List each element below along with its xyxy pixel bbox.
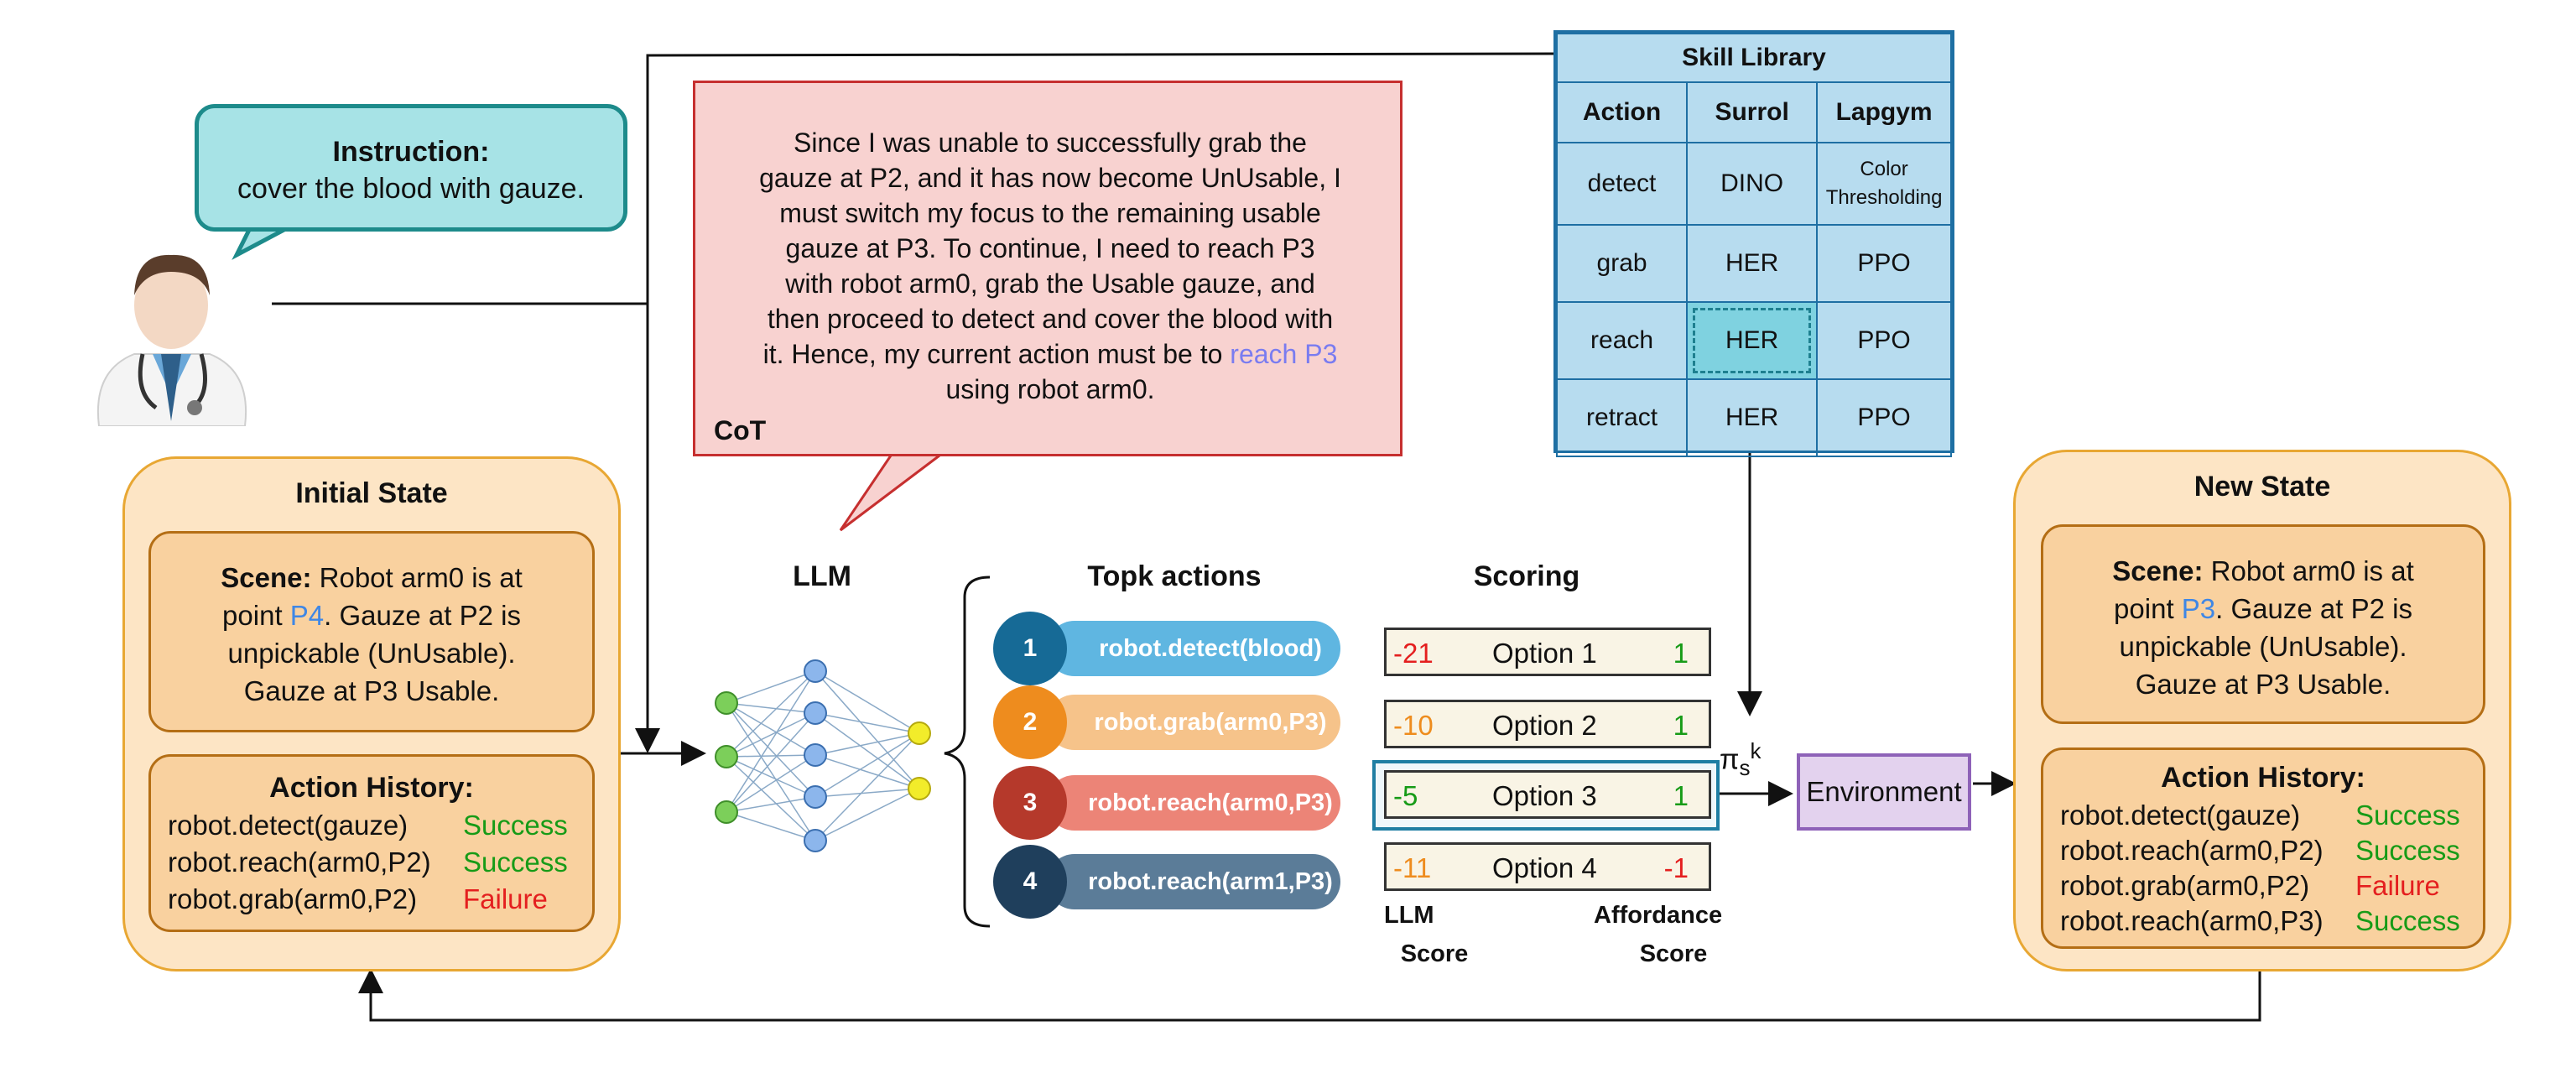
initial-scene-text: Scene: Robot arm0 is at point P4. Gauze … (221, 562, 523, 706)
instruction-title: Instruction: (332, 136, 490, 168)
nn-node (715, 800, 738, 824)
skill-action: reach (1555, 301, 1689, 380)
history-result: Success (2355, 800, 2460, 831)
new-scene-box: Scene: Robot arm0 is at point P3. Gauze … (2041, 524, 2485, 724)
history-action: robot.reach(arm0,P3) (2060, 905, 2324, 936)
col-header-surrol: Surrol (1686, 81, 1819, 143)
nn-node (804, 701, 827, 725)
affordance-score-value: 1 (1673, 780, 1689, 811)
nn-node (804, 785, 827, 809)
skill-action: grab (1555, 224, 1689, 303)
col-header-lapgym: Lapgym (1816, 81, 1952, 143)
initial-state-panel: Initial State Scene: Robot arm0 is at po… (122, 456, 621, 971)
initial-history-title: Action History: (269, 772, 474, 804)
history-action: robot.detect(gauze) (2060, 800, 2301, 831)
history-action: robot.grab(arm0,P2) (168, 883, 418, 914)
skill-surrol: DINO (1686, 142, 1819, 226)
skill-surrol-highlighted: HER (1686, 301, 1819, 380)
topk-rank-badge: 2 (993, 685, 1067, 759)
history-action: robot.reach(arm0,P2) (168, 846, 431, 878)
doctor-avatar (84, 228, 260, 427)
history-result: Success (463, 810, 568, 841)
skill-lapgym: PPO (1816, 378, 1952, 457)
skill-surrol: HER (1686, 378, 1819, 457)
scoring-option-row: -10 Option 2 1 (1384, 700, 1711, 748)
scoring-option-row: -11 Option 4 -1 (1384, 842, 1711, 891)
skill-surrol: HER (1686, 224, 1819, 303)
skill-lapgym: Color Thresholding (1816, 142, 1952, 226)
skill-library-table: Skill Library Action Surrol Lapgym detec… (1553, 30, 1954, 457)
new-scene-text: Scene: Robot arm0 is at point P3. Gauze … (2112, 555, 2414, 700)
topk-rank-badge: 3 (993, 766, 1067, 840)
new-state-title: New State (2194, 471, 2331, 503)
history-result: Success (2355, 835, 2460, 866)
scoring-title: Scoring (1473, 560, 1580, 592)
llm-score-label: LLM Score (1384, 902, 1469, 967)
affordance-score-label: Affordance Score (1594, 902, 1723, 967)
history-result: Success (463, 846, 568, 878)
history-action: robot.grab(arm0,P2) (2060, 870, 2310, 901)
nn-node (715, 691, 738, 715)
topk-action-pill: robot.grab(arm0,P3) (1047, 695, 1340, 750)
new-history-box: Action History: robot.detect(gauze) Succ… (2041, 747, 2485, 949)
new-state-panel: New State Scene: Robot arm0 is at point … (2013, 450, 2511, 971)
instruction-text: cover the blood with gauze. (237, 173, 585, 205)
topk-action-pill: robot.detect(blood) (1047, 621, 1340, 676)
option-label: Option 4 (1492, 852, 1597, 883)
skill-lapgym: PPO (1816, 301, 1952, 380)
history-action: robot.reach(arm0,P2) (2060, 835, 2324, 866)
cot-text: Since I was unable to successfully grab … (759, 128, 1341, 404)
llm-score-value: -21 (1393, 638, 1434, 669)
skill-lapgym: PPO (1816, 224, 1952, 303)
llm-label: LLM (793, 560, 851, 592)
history-action: robot.detect(gauze) (168, 810, 409, 841)
cot-bubble: Since I was unable to successfully grab … (693, 81, 1402, 456)
topk-action-pill: robot.reach(arm1,P3) (1047, 854, 1340, 909)
option-label: Option 2 (1492, 710, 1597, 741)
topk-rank-badge: 1 (993, 612, 1067, 685)
scoring-option-row: -5 Option 3 1 (1384, 770, 1711, 819)
cot-highlighted-action: reach P3 (1230, 339, 1338, 369)
llm-score-value: -5 (1393, 780, 1418, 811)
affordance-score-value: 1 (1673, 710, 1689, 741)
instruction-bubble: Instruction: cover the blood with gauze. (195, 104, 627, 232)
topk-action-pill: robot.reach(arm0,P3) (1047, 775, 1340, 831)
new-history-title: Action History: (2161, 762, 2365, 794)
llm-score-value: -10 (1393, 710, 1434, 741)
affordance-score-value: 1 (1673, 638, 1689, 669)
topk-title: Topk actions (1087, 560, 1262, 592)
environment-box: Environment (1797, 753, 1971, 831)
initial-history-box: Action History: robot.detect(gauze) Succ… (148, 754, 595, 932)
nn-node (908, 721, 931, 745)
affordance-score-value: -1 (1663, 852, 1689, 883)
nn-node (908, 777, 931, 800)
skill-action: detect (1555, 142, 1689, 226)
nn-node (804, 829, 827, 852)
llm-score-value: -11 (1393, 852, 1432, 883)
initial-state-title: Initial State (295, 477, 448, 509)
nn-node (715, 745, 738, 768)
nn-node (804, 659, 827, 683)
policy-symbol: πsk (1720, 738, 1762, 781)
col-header-action: Action (1555, 81, 1689, 143)
skill-action: retract (1555, 378, 1689, 457)
history-result: Failure (2355, 870, 2440, 901)
initial-scene-box: Scene: Robot arm0 is at point P4. Gauze … (148, 531, 595, 732)
history-result: Failure (463, 883, 548, 914)
option-label: Option 1 (1492, 638, 1597, 669)
topk-rank-badge: 4 (993, 845, 1067, 919)
scoring-option-row: -21 Option 1 1 (1384, 628, 1711, 676)
history-result: Success (2355, 905, 2460, 936)
neural-network-icon (715, 659, 931, 852)
option-label: Option 3 (1492, 780, 1597, 811)
nn-node (804, 743, 827, 767)
cot-label: CoT (714, 415, 767, 445)
skill-library-title: Skill Library (1556, 33, 1952, 83)
